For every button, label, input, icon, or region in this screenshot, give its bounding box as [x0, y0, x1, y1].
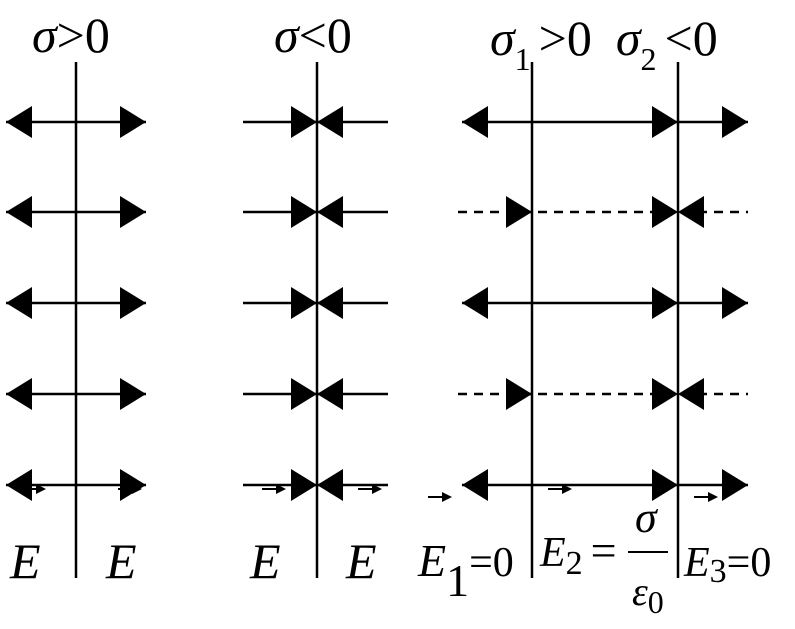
svg-text:σ<0: σ<0: [274, 7, 352, 63]
panel2-arrow-in-right-head: [317, 196, 343, 228]
panel3-e2-eq: =: [591, 525, 617, 576]
panel-positive-sheet: σ>0 E E: [6, 7, 146, 589]
panel3-arrow-mid-head: [652, 287, 678, 319]
panel2-arrow-in-left-head: [291, 196, 317, 228]
panel3-vector-mark-e1-head: [442, 492, 452, 502]
panel2-arrow-in-right-head: [317, 106, 343, 138]
panel3-e2-sub: 2: [566, 545, 583, 582]
panel1-arrow-left-head: [6, 469, 32, 501]
panel3-rel1: >0: [539, 10, 592, 66]
svg-text:E2=: E2=: [539, 525, 617, 582]
panel3-e1-sub: 1: [446, 555, 469, 606]
panel3-arrow-right-head: [722, 106, 748, 138]
panel2-vector-mark-right-head: [372, 484, 382, 494]
panel3-e3: E: [683, 540, 710, 586]
svg-text:E3=0: E3=0: [683, 540, 771, 590]
panel3-sigma1: σ: [490, 10, 517, 66]
panel1-label-left: E: [9, 533, 41, 589]
panel3-e1: E: [417, 535, 446, 586]
panel2-arrow-in-right-head: [317, 287, 343, 319]
panel1-arrow-right-head: [120, 287, 146, 319]
panel3-frac-numerator: σ: [635, 493, 659, 542]
panel3-vector-mark-e3-head: [708, 492, 718, 502]
panel3-dashed-arrow-mid-head: [652, 378, 678, 410]
svg-text:σ1>0σ2<0: σ1>0σ2<0: [490, 10, 718, 77]
panel3-e2: E: [539, 530, 566, 576]
panel1-arrow-left-head: [6, 287, 32, 319]
panel2-label-left: E: [249, 533, 281, 589]
panel1-sigma: σ: [32, 7, 59, 63]
svg-text:σ>0: σ>0: [32, 7, 110, 63]
panel3-arrow-right-head: [722, 287, 748, 319]
panel1-arrow-left-head: [6, 106, 32, 138]
panel2-field-lines: [243, 106, 388, 501]
panel2-label-right: E: [345, 533, 377, 589]
panel3-dashed-arrow-right-head: [678, 196, 704, 228]
panel2-arrow-in-left-head: [291, 469, 317, 501]
panel3-dashed-arrow-mid-head: [652, 196, 678, 228]
panel3-arrow-left-head: [462, 469, 488, 501]
panel3-e3-sub: 3: [710, 553, 727, 590]
panel2-arrow-in-left-head: [291, 287, 317, 319]
panel1-label-right: E: [105, 533, 137, 589]
panel3-rel2: <0: [665, 10, 718, 66]
panel3-dashed-arrow-right-head: [678, 378, 704, 410]
panel3-arrow-left-head: [462, 106, 488, 138]
panel1-vector-mark-right-head: [132, 484, 142, 494]
panel1-arrow-left-head: [6, 196, 32, 228]
svg-text:E1=0: E1=0: [417, 535, 514, 606]
svg-text:ε0: ε0: [632, 569, 664, 620]
panel1-relation: >0: [57, 7, 110, 63]
panel1-arrow-right-head: [120, 378, 146, 410]
panel2-arrow-in-left-head: [291, 378, 317, 410]
panel3-arrow-mid-head: [652, 469, 678, 501]
panel3-field-lines: [428, 106, 748, 502]
panel3-vector-mark-e2-head: [562, 484, 572, 494]
panel2-arrow-in-left-head: [291, 106, 317, 138]
panel2-vector-mark-left-head: [276, 484, 286, 494]
panel3-arrow-right-head: [722, 469, 748, 501]
panel1-arrow-left-head: [6, 378, 32, 410]
panel3-e1-val: =0: [469, 540, 514, 586]
panel2-relation: <0: [299, 7, 352, 63]
panel3-sub1: 1: [515, 41, 531, 77]
panel3-arrow-mid-head: [652, 106, 678, 138]
panel3-sub2: 2: [641, 41, 657, 77]
panel3-dashed-arrow-left-head: [506, 378, 532, 410]
panel1-arrow-right-head: [120, 106, 146, 138]
panel3-frac-den-sub: 0: [648, 584, 664, 620]
panel-negative-sheet: σ<0 E E: [243, 7, 388, 589]
panel3-sigma2: σ: [616, 10, 643, 66]
panel3-arrow-left-head: [462, 287, 488, 319]
panel3-e3-val: =0: [727, 540, 772, 586]
panel2-arrow-in-right-head: [317, 469, 343, 501]
panel1-arrow-right-head: [120, 196, 146, 228]
panel3-dashed-arrow-left-head: [506, 196, 532, 228]
panel1-field-lines: [6, 106, 146, 501]
panel2-arrow-in-right-head: [317, 378, 343, 410]
panel3-frac-denominator: ε: [632, 569, 648, 614]
panel2-sigma: σ: [274, 7, 301, 63]
panel1-vector-mark-left-head: [36, 484, 46, 494]
